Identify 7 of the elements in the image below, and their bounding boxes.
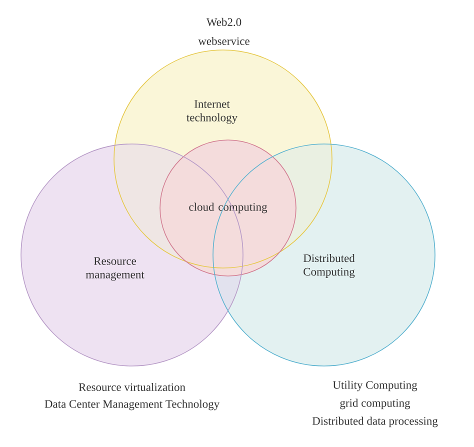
- annotation: Data Center Management Technology: [44, 400, 220, 410]
- annotation: Utility Computing: [332, 380, 418, 392]
- annotation: grid computing: [340, 398, 410, 410]
- annotation: webservice: [198, 36, 250, 46]
- annotation: Distributed data processing: [312, 416, 438, 428]
- annotation: Resource virtualization: [78, 382, 186, 392]
- annotation: Web2.0: [206, 18, 242, 26]
